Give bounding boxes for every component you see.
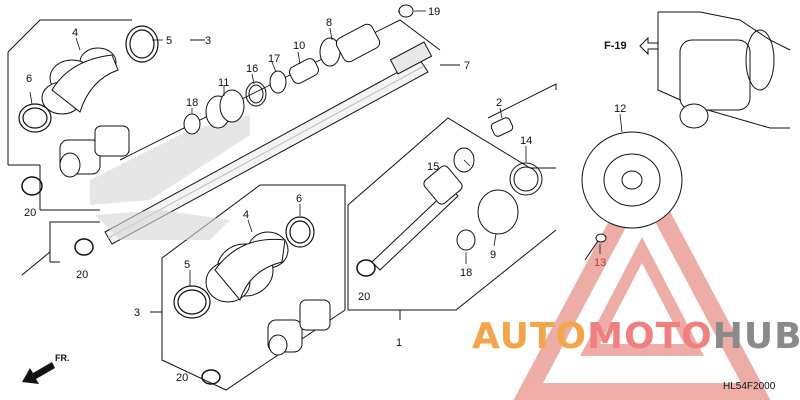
top-small-parts <box>183 4 414 135</box>
callout-10: 10 <box>293 40 305 52</box>
callout-2: 2 <box>496 97 502 109</box>
callout-8: 8 <box>326 17 332 29</box>
upper-joint-part <box>59 125 130 178</box>
callout-6-lower: 6 <box>296 193 302 205</box>
watermark-part-hub: HUB <box>712 316 800 357</box>
callout-20-upper: 20 <box>24 207 36 219</box>
callout-9: 9 <box>490 249 496 261</box>
callout-6-upper: 6 <box>26 73 32 85</box>
callout-labels: 1 2 3 3 4 4 5 5 6 6 7 8 9 10 11 12 13 14… <box>24 6 626 384</box>
callout-20-lower: 20 <box>358 291 370 303</box>
callout-3-lower: 3 <box>134 307 140 319</box>
lower-boot-part <box>205 231 289 303</box>
callout-3-upper: 3 <box>205 35 211 47</box>
callout-14: 14 <box>520 135 532 147</box>
knuckle-part <box>657 11 791 129</box>
watermark-part-auto: AUTO <box>472 316 588 357</box>
ring-20-shaft <box>74 238 94 256</box>
upper-small-clamp-part <box>18 103 52 133</box>
ring-20-lower <box>356 259 376 277</box>
reference-label: F-19 <box>604 40 627 52</box>
right-shaft-parts <box>371 117 543 271</box>
callout-20-shaft: 20 <box>76 269 88 281</box>
watermark-brand: AUTOMOTOHUB <box>472 316 800 357</box>
front-label: FR. <box>55 353 70 363</box>
watermark-triangle <box>513 158 771 400</box>
callout-4-lower: 4 <box>243 209 249 221</box>
callout-12: 12 <box>614 103 626 115</box>
callout-19: 19 <box>428 6 440 18</box>
callout-18-upper: 18 <box>186 97 198 109</box>
leader-lines <box>29 10 623 286</box>
diagram-code: HL54F2000 <box>723 381 776 392</box>
right-shaft-group <box>347 83 557 320</box>
upper-clamp-part <box>125 25 159 63</box>
upper-boot-part <box>41 47 119 115</box>
callout-17: 17 <box>268 53 280 65</box>
callout-18-lower: 18 <box>460 267 472 279</box>
callout-20-bottom: 20 <box>176 372 188 384</box>
reference-arrow-icon <box>639 36 659 56</box>
callout-4-upper: 4 <box>72 27 78 39</box>
bolt-part <box>584 233 607 261</box>
callout-11: 11 <box>218 77 229 89</box>
callout-1: 1 <box>396 337 402 349</box>
callout-5-upper: 5 <box>166 35 172 47</box>
upper-boot-group <box>7 19 205 211</box>
ring-20-bottom <box>201 369 221 385</box>
callout-5-lower: 5 <box>184 259 190 271</box>
lower-joint-part <box>267 299 331 356</box>
callout-13: 13 <box>594 257 606 269</box>
ring-20-upper <box>21 176 43 196</box>
callout-7: 7 <box>464 60 470 72</box>
front-arrow-icon <box>22 362 55 384</box>
axle-shaft <box>104 41 433 245</box>
callout-16: 16 <box>246 63 258 75</box>
lower-clamps-part <box>173 216 315 319</box>
watermark-part-moto: MOTO <box>587 316 713 357</box>
brake-disc-part <box>581 131 683 229</box>
shading <box>90 115 250 240</box>
callout-15: 15 <box>427 161 439 173</box>
